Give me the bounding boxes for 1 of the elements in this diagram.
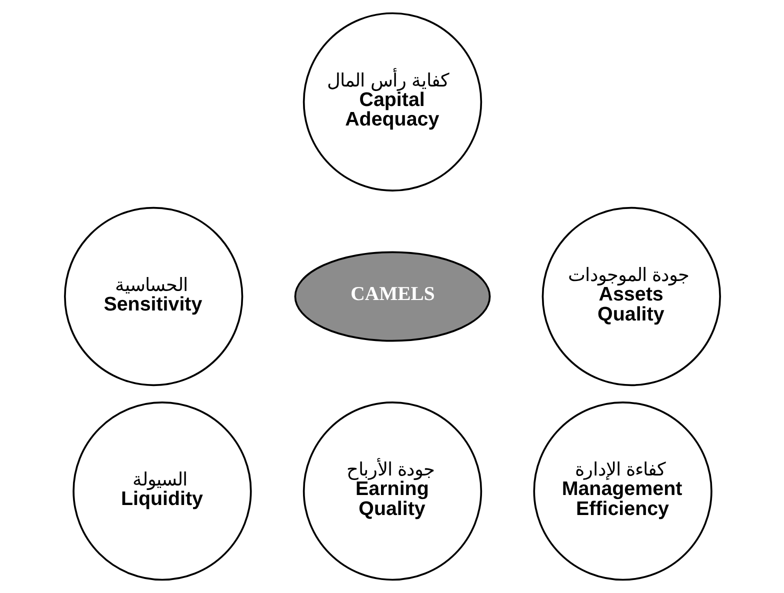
node-ellipse: CAMELS — [294, 251, 490, 342]
